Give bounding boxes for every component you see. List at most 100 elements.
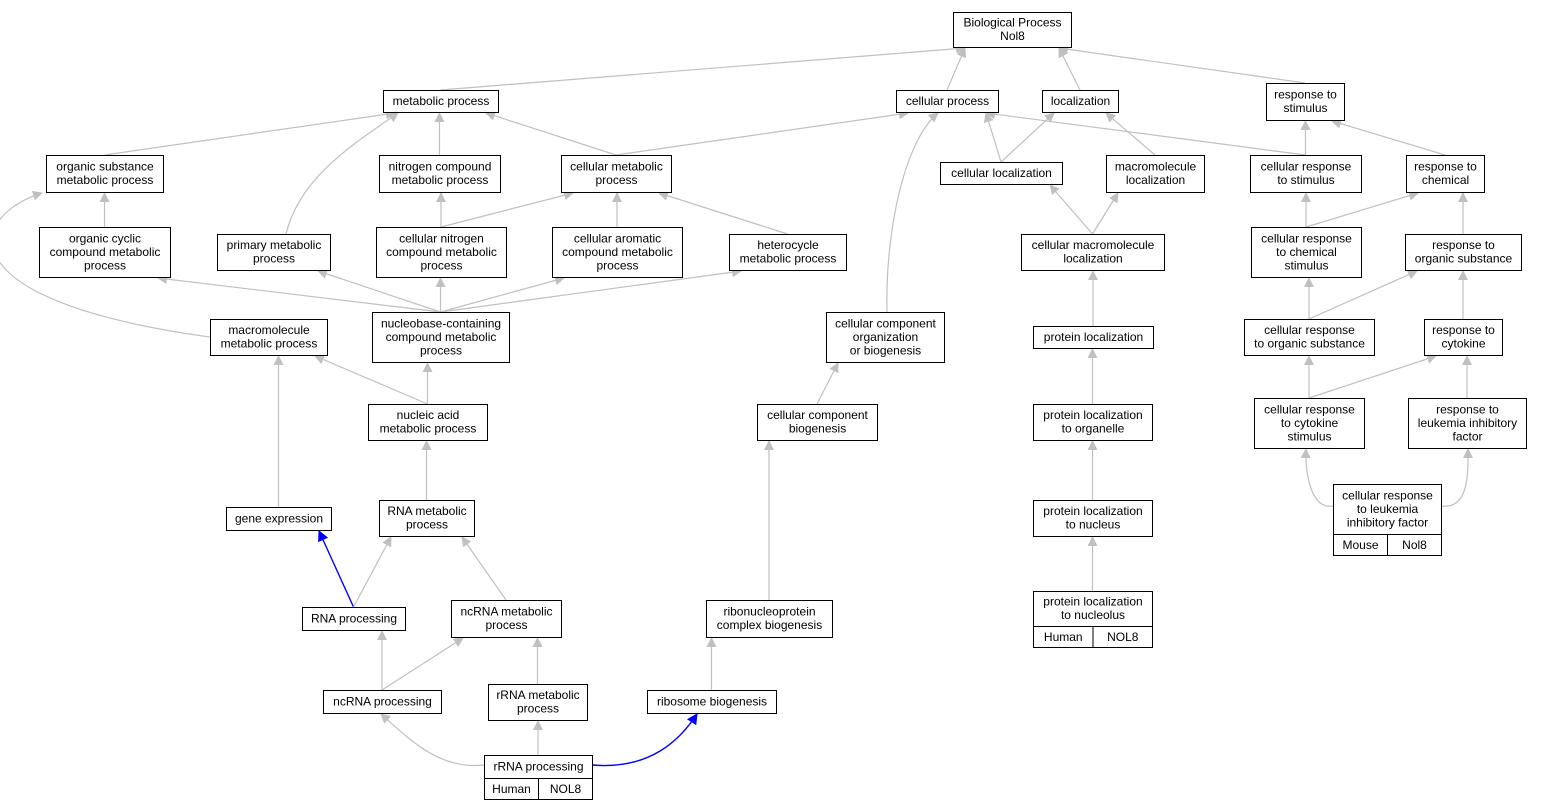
node-label-line: nucleobase-containing: [381, 316, 501, 330]
node-label-line: metabolic process: [380, 422, 477, 436]
node-label-line: protein localization: [1043, 408, 1142, 422]
edge-ncrna_met-to-rna_met: [461, 536, 507, 601]
node-label-line: RNA metabolic: [387, 504, 466, 518]
node-label-line: stimulus: [1287, 429, 1331, 443]
node-label-line: process: [406, 518, 448, 532]
node-label-line: nucleic acid: [397, 408, 460, 422]
node-box: [46, 155, 164, 193]
edge-ncrna_processing-to-ncrna_met: [381, 637, 464, 691]
node-box: [729, 234, 847, 271]
node-box: [210, 319, 328, 356]
node-label-line: protein localization: [1043, 504, 1142, 518]
edge-cellular_met-to-metabolic: [485, 111, 617, 156]
edge-response_stimulus-to-bp: [1058, 44, 1306, 84]
svg-text:Human: Human: [492, 782, 531, 796]
node-label-line: metabolic process: [57, 173, 154, 187]
node-label-line: cellular macromolecule: [1032, 238, 1155, 252]
node-protein-localization[interactable]: protein localization: [1033, 326, 1154, 349]
node-localization[interactable]: localization: [1042, 90, 1119, 113]
node-label-line: metabolic process: [740, 252, 837, 266]
node-label-line: metabolic process: [393, 94, 490, 108]
node-box: [1033, 404, 1153, 441]
node-box: [552, 227, 683, 278]
node-box: [379, 500, 475, 537]
edge-organic_substance_met-to-metabolic: [104, 109, 396, 156]
node-label-line: heterocycle: [757, 238, 819, 252]
node-label-line: to chemical: [1276, 245, 1337, 259]
svg-text:NOL8: NOL8: [1107, 630, 1139, 644]
node-label-line: response to: [1432, 238, 1495, 252]
svg-text:Nol8: Nol8: [1402, 538, 1427, 552]
node-label-line: process: [485, 618, 527, 632]
node-label-line: ribonucleoprotein: [723, 605, 815, 619]
node-box: [1405, 234, 1522, 271]
species-tag: Mouse: [1333, 534, 1388, 556]
edge-nucleobase-to-primary_met: [317, 269, 441, 313]
node-box: [217, 234, 331, 271]
node-label-line: stimulus: [1284, 258, 1328, 272]
svg-text:NOL8: NOL8: [550, 782, 582, 796]
node-label-line: stimulus: [1283, 101, 1327, 115]
edge-response_chemical-to-response_stimulus: [1331, 118, 1446, 156]
node-gene-expression[interactable]: gene expression: [226, 507, 332, 531]
node-box: [953, 12, 1072, 48]
node-label-line: rRNA metabolic: [496, 688, 579, 702]
edge-rna_processing-to-rna_met: [352, 536, 392, 608]
node-label-line: cellular nitrogen: [399, 231, 484, 245]
edge-cellular_response_lif-to-response_lif: [1440, 448, 1474, 507]
node-label-line: localization: [1126, 173, 1185, 187]
node-label-line: response to: [1414, 160, 1477, 174]
node-ribosome-biogenesis[interactable]: ribosome biogenesis: [647, 690, 777, 714]
node-label-line: to organic substance: [1254, 337, 1365, 351]
node-rna-processing[interactable]: RNA processing: [302, 607, 406, 631]
gene-tag: NOL8: [538, 778, 593, 800]
edge-cellular_response_organic-to-response_organic: [1308, 270, 1418, 320]
node-box: [826, 312, 945, 363]
node-cellular-localization[interactable]: cellular localization: [940, 162, 1063, 185]
node-label-line: cellular response: [1264, 402, 1355, 416]
node-ncrna-processing[interactable]: ncRNA processing: [323, 690, 442, 714]
edge-cellular_response_chemical-to-response_chemical: [1305, 190, 1419, 228]
node-cellular[interactable]: cellular process: [896, 90, 999, 113]
node-box: [368, 404, 488, 441]
node-box: [940, 162, 1063, 185]
node-box: [323, 690, 442, 714]
node-metabolic[interactable]: metabolic process: [383, 90, 499, 113]
node-label-line: to leukemia: [1357, 502, 1419, 516]
node-label-line: complex biogenesis: [717, 618, 822, 632]
